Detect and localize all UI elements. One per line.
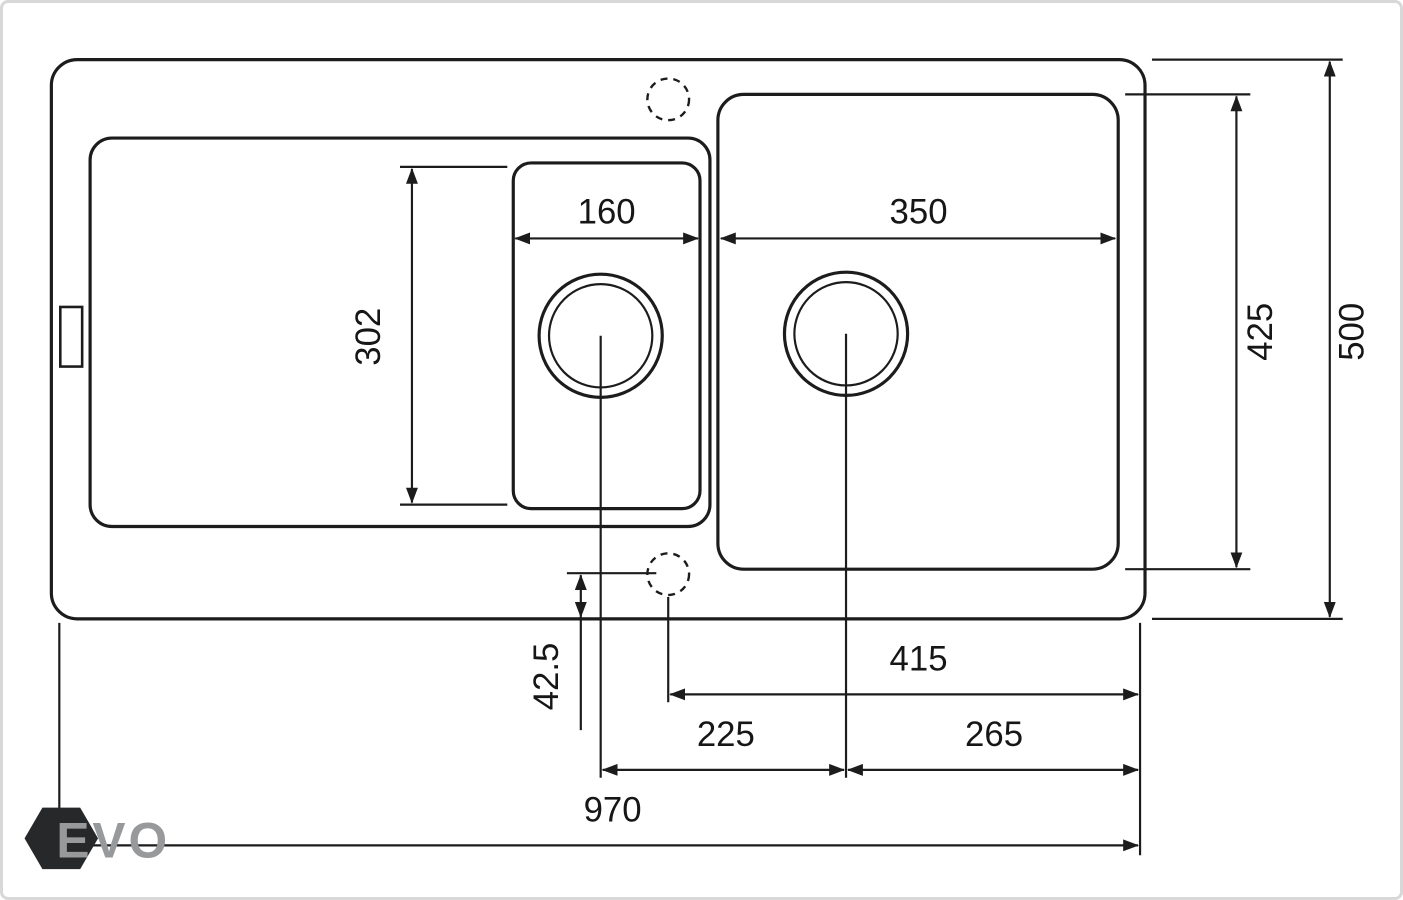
dim-label-small-bowl-depth: 302 <box>350 308 388 366</box>
sink-technical-drawing: 160 350 302 425 500 42.5 415 225 265 970 <box>24 58 1372 870</box>
tap-hole-top-dashed-circle <box>646 77 691 122</box>
dim-overall-width: 970 <box>60 792 1140 852</box>
dim-label-large-drain-to-right-edge: 265 <box>965 716 1023 754</box>
overflow-notch <box>59 305 84 368</box>
dim-large-drain-to-right-edge: 265 <box>847 716 1140 776</box>
drainboard-outline <box>88 136 712 529</box>
dim-label-large-bowl-width: 350 <box>890 194 948 232</box>
dim-large-bowl-depth: 425 <box>1230 95 1280 569</box>
dim-small-bowl-width: 160 <box>514 194 700 245</box>
large-bowl-outline <box>716 92 1120 571</box>
dim-label-overall-width: 970 <box>584 792 642 830</box>
dim-label-tap-hole-offset: 42.5 <box>528 643 566 711</box>
small-bowl-outline <box>511 161 702 511</box>
dim-small-bowl-depth: 302 <box>350 167 418 504</box>
dim-tap-hole-offset: 42.5 <box>528 574 587 711</box>
dim-overall-depth: 500 <box>1323 60 1372 618</box>
dim-large-bowl-width: 350 <box>719 194 1117 245</box>
dim-tap-hole-to-right-edge: 415 <box>669 641 1140 701</box>
dim-drain-centers-spacing: 225 <box>601 716 846 776</box>
dim-label-small-bowl-width: 160 <box>578 194 636 232</box>
logo-text: EVO <box>56 812 170 868</box>
dim-label-tap-hole-to-right-edge: 415 <box>890 641 948 679</box>
dim-label-overall-depth: 500 <box>1334 303 1372 361</box>
logo: EVO <box>24 807 170 870</box>
logo-hexagon-icon <box>24 807 99 870</box>
sink-outline <box>49 58 1147 621</box>
dim-label-large-bowl-depth: 425 <box>1242 303 1280 361</box>
dim-label-drain-centers-spacing: 225 <box>697 716 755 754</box>
